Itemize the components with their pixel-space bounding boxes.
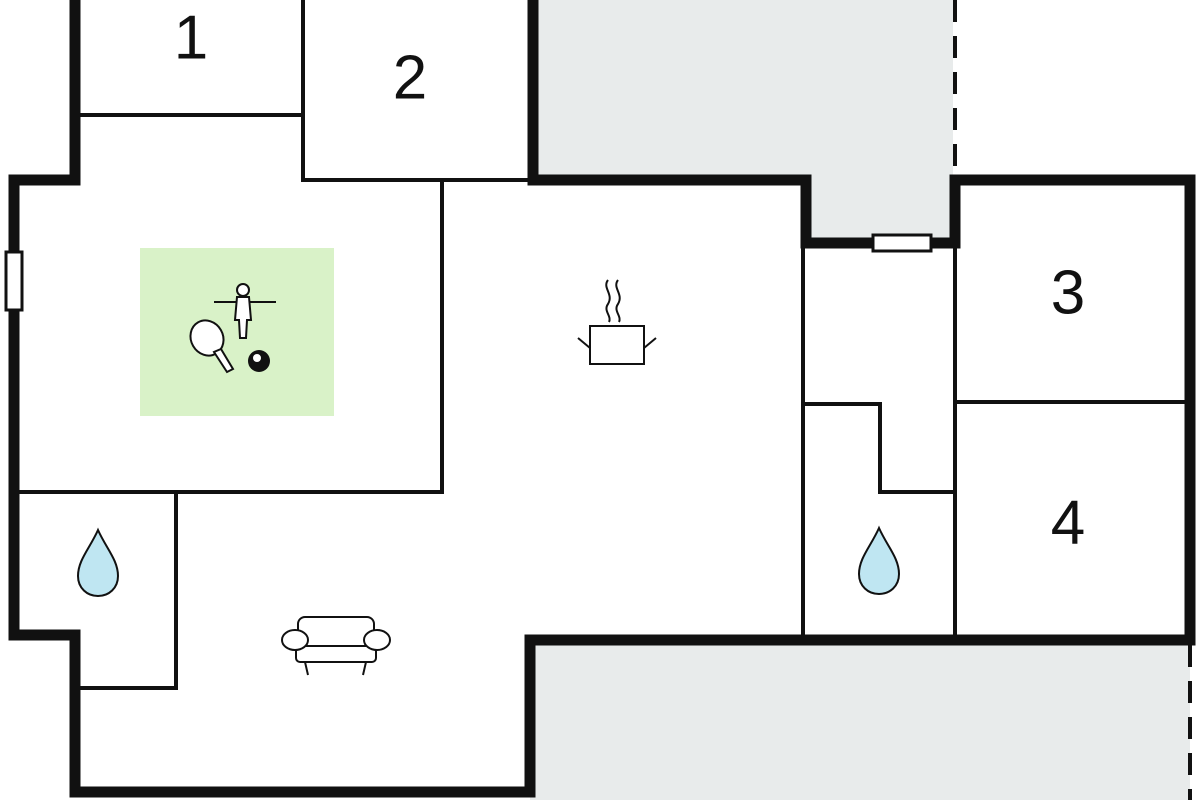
game-zone — [140, 248, 334, 416]
window-corridor — [871, 233, 933, 253]
table-tennis-icon — [189, 319, 235, 374]
outdoor-area-top — [533, 0, 953, 180]
room-number-2: 2 — [393, 44, 427, 113]
sofa-icon — [281, 616, 391, 676]
cooking-pot-icon — [577, 279, 657, 365]
outdoor-area-bottom — [530, 640, 1190, 800]
exterior-walls — [8, 0, 1196, 798]
room-number-4: 4 — [1051, 489, 1085, 558]
room-number-1: 1 — [174, 4, 208, 73]
water-drop-icon — [76, 527, 120, 598]
outdoor-area-top-notch — [806, 180, 954, 242]
room-number-3: 3 — [1051, 259, 1085, 328]
billiard-ball-icon — [248, 350, 270, 372]
interior-walls — [12, 0, 1192, 690]
water-drop-icon — [857, 525, 901, 596]
window-left — [4, 250, 24, 312]
table-football-icon — [214, 283, 276, 339]
